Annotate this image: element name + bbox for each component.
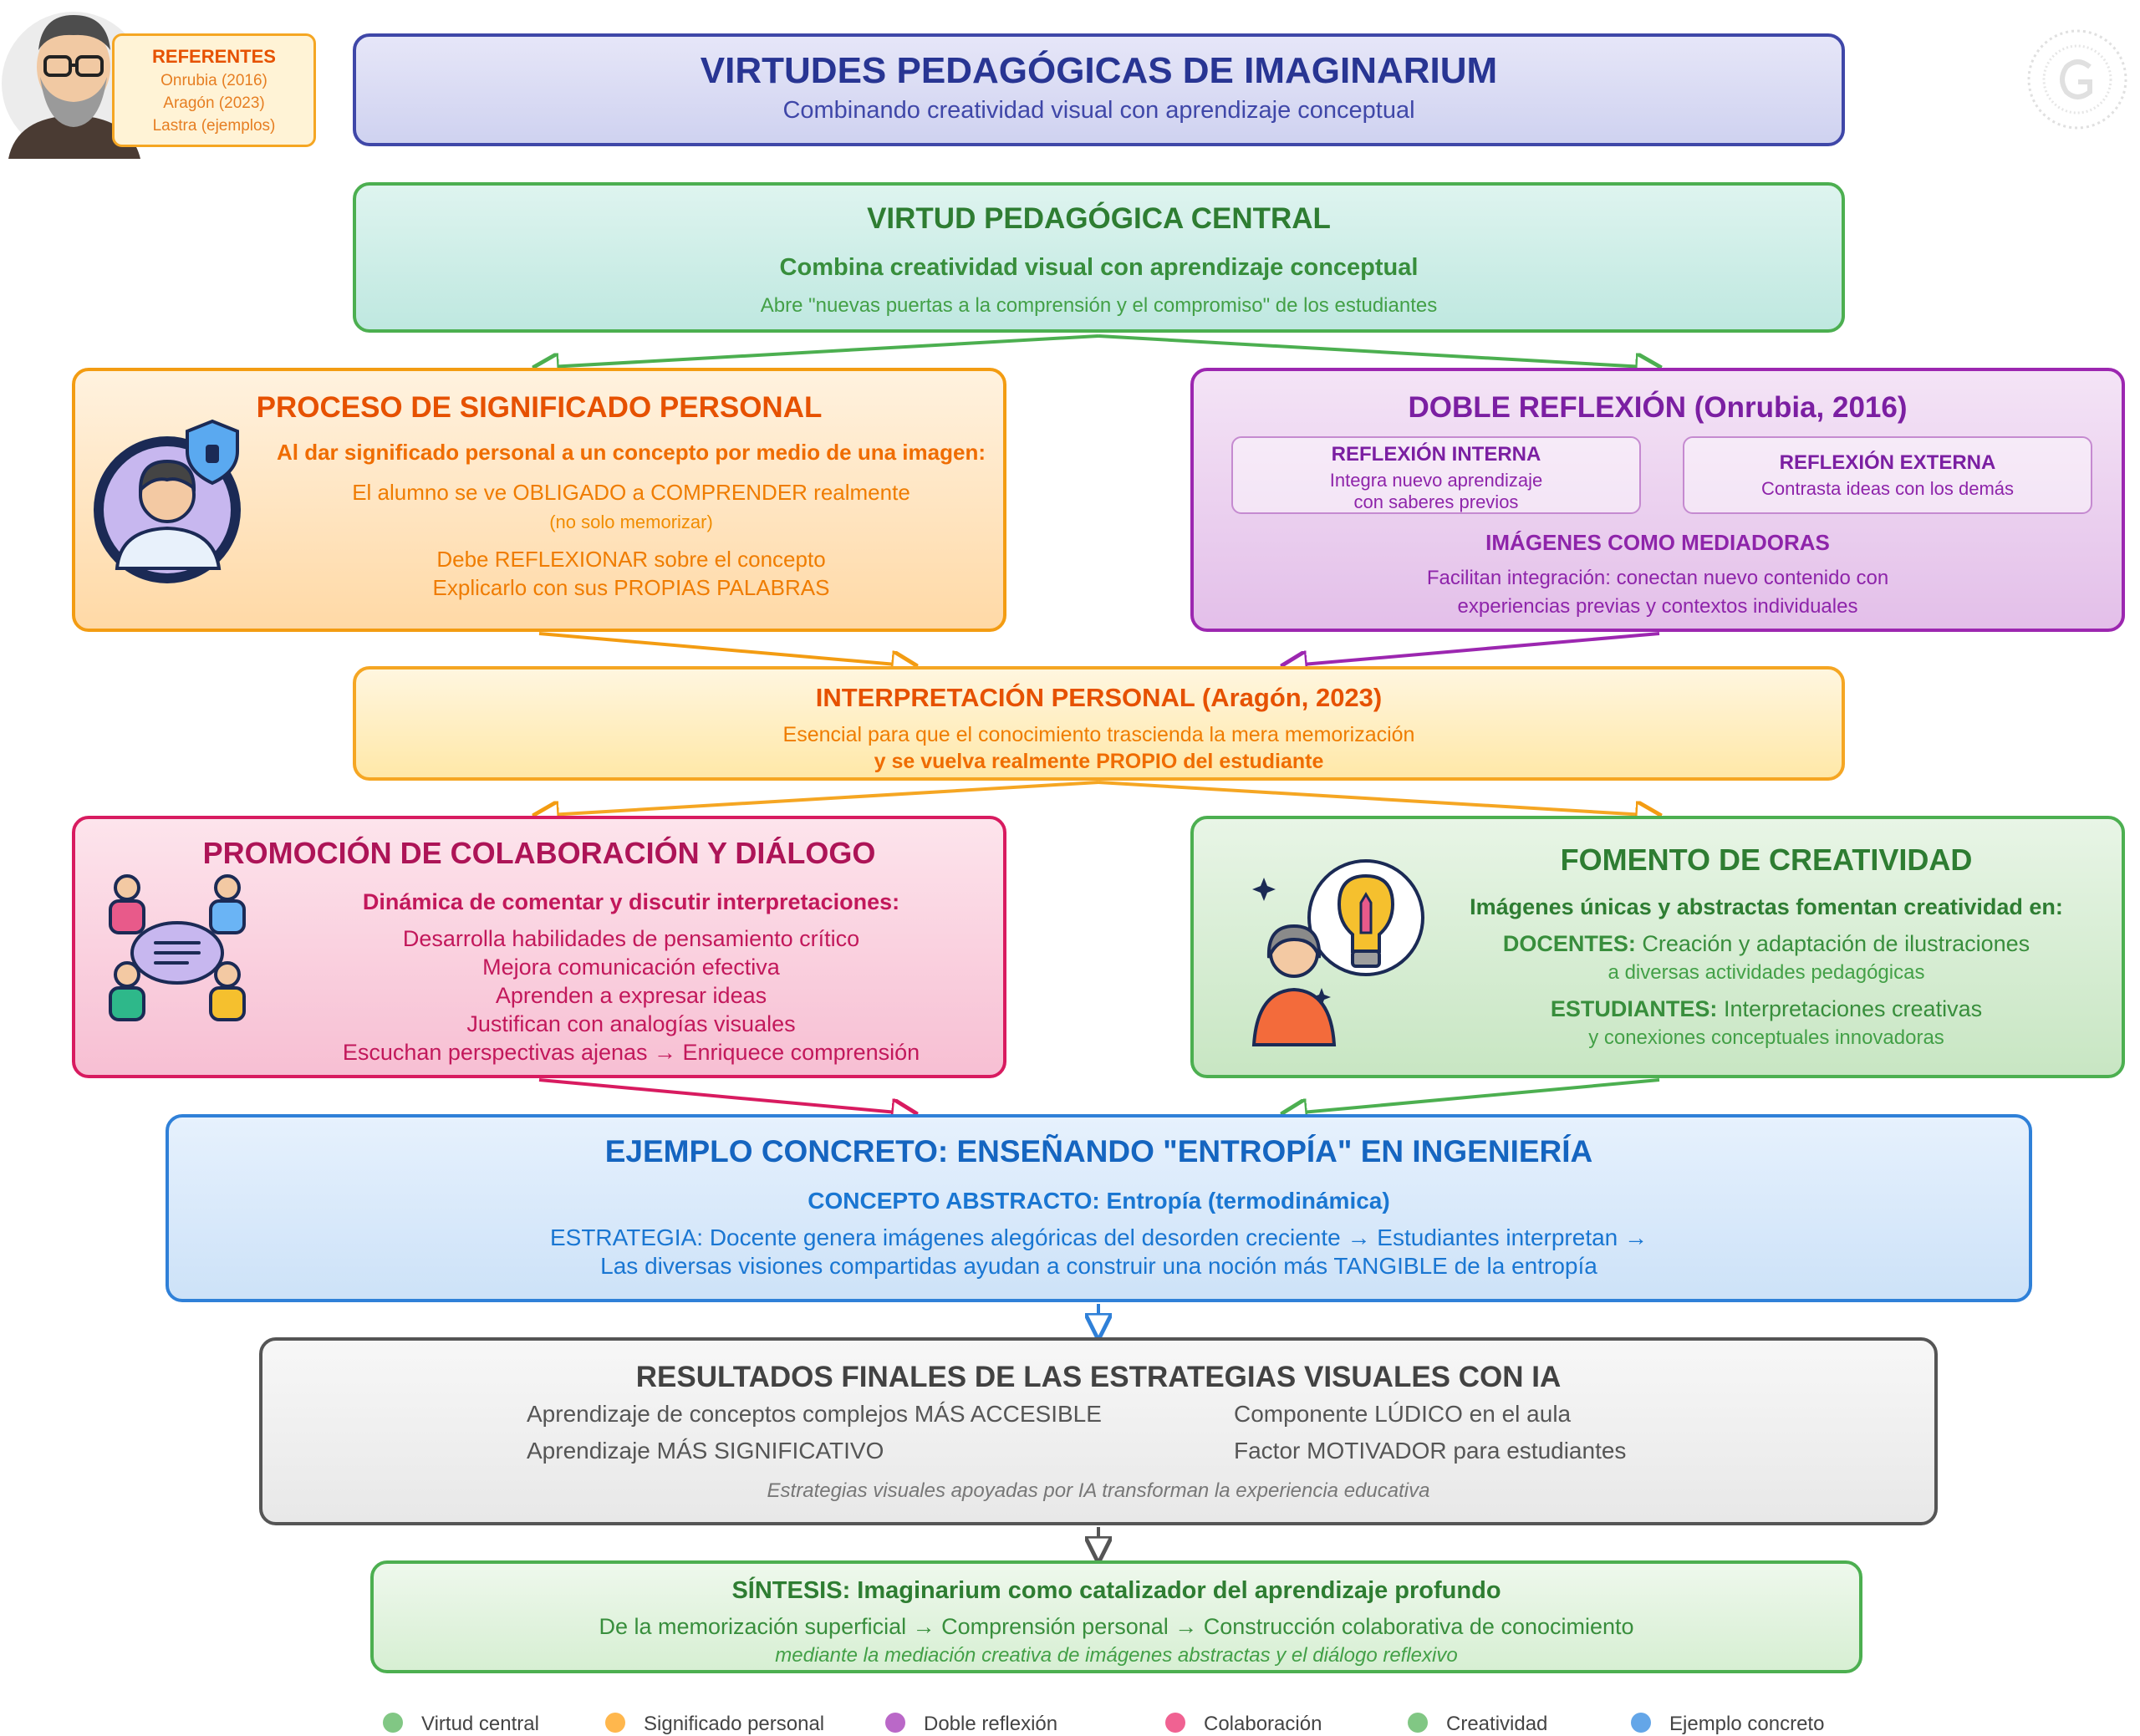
legend-label: Doble reflexión xyxy=(924,1713,1058,1735)
externa-text: Contrasta ideas con los demás xyxy=(1760,478,2015,499)
interna-line2: con saberes previos xyxy=(1353,491,1519,512)
creat-docentes: DOCENTES: Creación y adaptación de ilust… xyxy=(1411,931,2122,957)
legend-label: Ejemplo concreto xyxy=(1669,1713,1825,1735)
mediadoras-line1: Facilitan integración: conectan nuevo co… xyxy=(1426,567,1889,589)
central-subtitle: Combina creatividad visual con aprendiza… xyxy=(779,254,1419,281)
resultado-item-3: Aprendizaje MÁS SIGNIFICATIVO xyxy=(527,1438,884,1464)
concept-value: Entropía (termodinámica) xyxy=(1106,1188,1390,1214)
legend-label: Virtud central xyxy=(421,1713,539,1735)
doble-title: DOBLE REFLEXIÓN (Onrubia, 2016) xyxy=(1408,391,1908,424)
avatar-icon xyxy=(2,12,145,159)
interp-line2: y se vuelva realmente PROPIO del estudia… xyxy=(874,750,1324,773)
personal-lead: Al dar significado personal a un concept… xyxy=(276,440,986,465)
creat-estudiantes: ESTUDIANTES: Interpretaciones creativas xyxy=(1411,996,2122,1022)
reflexion-externa-box: REFLEXIÓN EXTERNA Contrasta ideas con lo… xyxy=(1683,436,2092,514)
colab-item-3: Aprenden a expresar ideas xyxy=(495,983,767,1008)
colab-lead: Dinámica de comentar y discutir interpre… xyxy=(362,889,900,914)
ejemplo-line2: Las diversas visiones compartidas ayudan… xyxy=(600,1253,1597,1279)
sintesis-title: SÍNTESIS: Imaginarium como catalizador d… xyxy=(731,1577,1501,1604)
interna-title: REFLEXIÓN INTERNA xyxy=(1331,443,1541,466)
ejemplo-title: EJEMPLO CONCRETO: ENSEÑANDO "ENTROPÍA" E… xyxy=(604,1134,1593,1168)
colab-title: PROMOCIÓN DE COLABORACIÓN Y DIÁLOGO xyxy=(202,836,876,870)
sintesis-line1: De la memorización superficial → Compren… xyxy=(599,1614,1634,1639)
colab-item-1: Desarrolla habilidades de pensamiento cr… xyxy=(402,926,860,951)
central-text: Abre "nuevas puertas a la comprensión y … xyxy=(760,294,1438,317)
ejemplo-line1: ESTRATEGIA: Docente genera imágenes aleg… xyxy=(549,1224,1648,1250)
sintesis-line2: mediante la mediación creativa de imágen… xyxy=(775,1644,1458,1667)
legend-label: Creatividad xyxy=(1446,1713,1548,1735)
sintesis-box: SÍNTESIS: Imaginarium como catalizador d… xyxy=(370,1560,1862,1673)
legend-dot xyxy=(1165,1713,1185,1733)
creat-lead: Imágenes únicas y abstractas fomentan cr… xyxy=(1470,894,2063,919)
legend-dot xyxy=(383,1713,403,1733)
interp-line1: Esencial para que el conocimiento trasci… xyxy=(782,723,1415,746)
colaboracion-box: PROMOCIÓN DE COLABORACIÓN Y DIÁLOGO Diná… xyxy=(72,816,1006,1078)
legend-label: Colaboración xyxy=(1204,1713,1322,1735)
creat-title: FOMENTO DE CREATIVIDAD xyxy=(1560,843,1973,877)
resultado-item-2: Componente LÚDICO en el aula xyxy=(1234,1401,1572,1427)
logo-icon xyxy=(2027,29,2127,130)
personal-line1: El alumno se ve OBLIGADO a COMPRENDER re… xyxy=(352,480,910,505)
legend-label: Significado personal xyxy=(644,1713,825,1735)
personal-line2: Debe REFLEXIONAR sobre el concepto xyxy=(436,547,826,572)
lightbulb-idea-icon xyxy=(1251,859,1424,1046)
legend-dot xyxy=(605,1713,625,1733)
virtud-central-box: VIRTUD PEDAGÓGICA CENTRAL Combina creati… xyxy=(353,182,1845,333)
resultados-note: Estrategias visuales apoyadas por IA tra… xyxy=(767,1479,1430,1502)
referente-3: Lastra (ejemplos) xyxy=(152,117,276,135)
legend-dot xyxy=(1631,1713,1651,1733)
legend-dot xyxy=(1408,1713,1428,1733)
resultado-item-4: Factor MOTIVADOR para estudiantes xyxy=(1234,1438,1627,1464)
resultado-item-1: Aprendizaje de conceptos complejos MÁS A… xyxy=(527,1401,1102,1427)
doble-reflexion-box: DOBLE REFLEXIÓN (Onrubia, 2016) REFLEXIÓ… xyxy=(1190,368,2125,632)
mediadoras-title: IMÁGENES COMO MEDIADORAS xyxy=(1485,530,1830,555)
referentes-box: REFERENTES Onrubia (2016) Aragón (2023) … xyxy=(112,33,316,147)
significado-personal-box: PROCESO DE SIGNIFICADO PERSONAL Al dar s… xyxy=(72,368,1006,632)
personal-title: PROCESO DE SIGNIFICADO PERSONAL xyxy=(256,391,823,424)
creatividad-box: FOMENTO DE CREATIVIDAD Imágenes únicas y… xyxy=(1190,816,2125,1078)
group-chat-icon xyxy=(109,874,246,1021)
creat-estudiantes-line2: y conexiones conceptuales innovadoras xyxy=(1588,1026,1944,1049)
central-title: VIRTUD PEDAGÓGICA CENTRAL xyxy=(867,202,1331,235)
docentes-text: Creación y adaptación de ilustraciones xyxy=(1642,931,2030,956)
interpretacion-personal-box: INTERPRETACIÓN PERSONAL (Aragón, 2023) E… xyxy=(353,666,1845,781)
reflexion-interna-box: REFLEXIÓN INTERNA Integra nuevo aprendiz… xyxy=(1231,436,1641,514)
page-subtitle: Combinando creatividad visual con aprend… xyxy=(782,97,1415,124)
colab-item-2: Mejora comunicación efectiva xyxy=(482,955,780,980)
referente-1: Onrubia (2016) xyxy=(160,72,268,89)
concept-label: CONCEPTO ABSTRACTO: xyxy=(808,1188,1100,1214)
interp-title: INTERPRETACIÓN PERSONAL (Aragón, 2023) xyxy=(815,683,1383,712)
docentes-label: DOCENTES: xyxy=(1502,931,1636,956)
resultados-title: RESULTADOS FINALES DE LAS ESTRATEGIAS VI… xyxy=(635,1361,1562,1393)
estudiantes-text: Interpretaciones creativas xyxy=(1723,996,1983,1021)
colab-item-4: Justifican con analogías visuales xyxy=(466,1011,796,1036)
personal-line3: Explicarlo con sus PROPIAS PALABRAS xyxy=(432,575,830,600)
mediadoras-line2: experiencias previas y contextos individ… xyxy=(1457,595,1858,618)
ejemplo-concreto-box: EJEMPLO CONCRETO: ENSEÑANDO "ENTROPÍA" E… xyxy=(166,1114,2032,1302)
resultados-box: RESULTADOS FINALES DE LAS ESTRATEGIAS VI… xyxy=(259,1337,1938,1525)
colab-item-5: Escuchan perspectivas ajenas → Enriquece… xyxy=(342,1040,920,1065)
page-title: VIRTUDES PEDAGÓGICAS DE IMAGINARIUM xyxy=(700,50,1498,91)
legend-dot xyxy=(885,1713,905,1733)
estudiantes-label: ESTUDIANTES: xyxy=(1550,996,1718,1021)
person-shield-icon xyxy=(94,419,241,583)
title-box: VIRTUDES PEDAGÓGICAS DE IMAGINARIUM Comb… xyxy=(353,33,1845,146)
externa-title: REFLEXIÓN EXTERNA xyxy=(1779,451,1996,474)
ejemplo-concept: CONCEPTO ABSTRACTO: Entropía (termodinám… xyxy=(169,1188,2029,1214)
interna-line1: Integra nuevo aprendizaje xyxy=(1329,470,1543,491)
referentes-title: REFERENTES xyxy=(152,46,276,67)
creat-docentes-line2: a diversas actividades pedagógicas xyxy=(1608,961,1925,984)
personal-note: (no solo memorizar) xyxy=(549,512,713,532)
referente-2: Aragón (2023) xyxy=(163,94,265,112)
